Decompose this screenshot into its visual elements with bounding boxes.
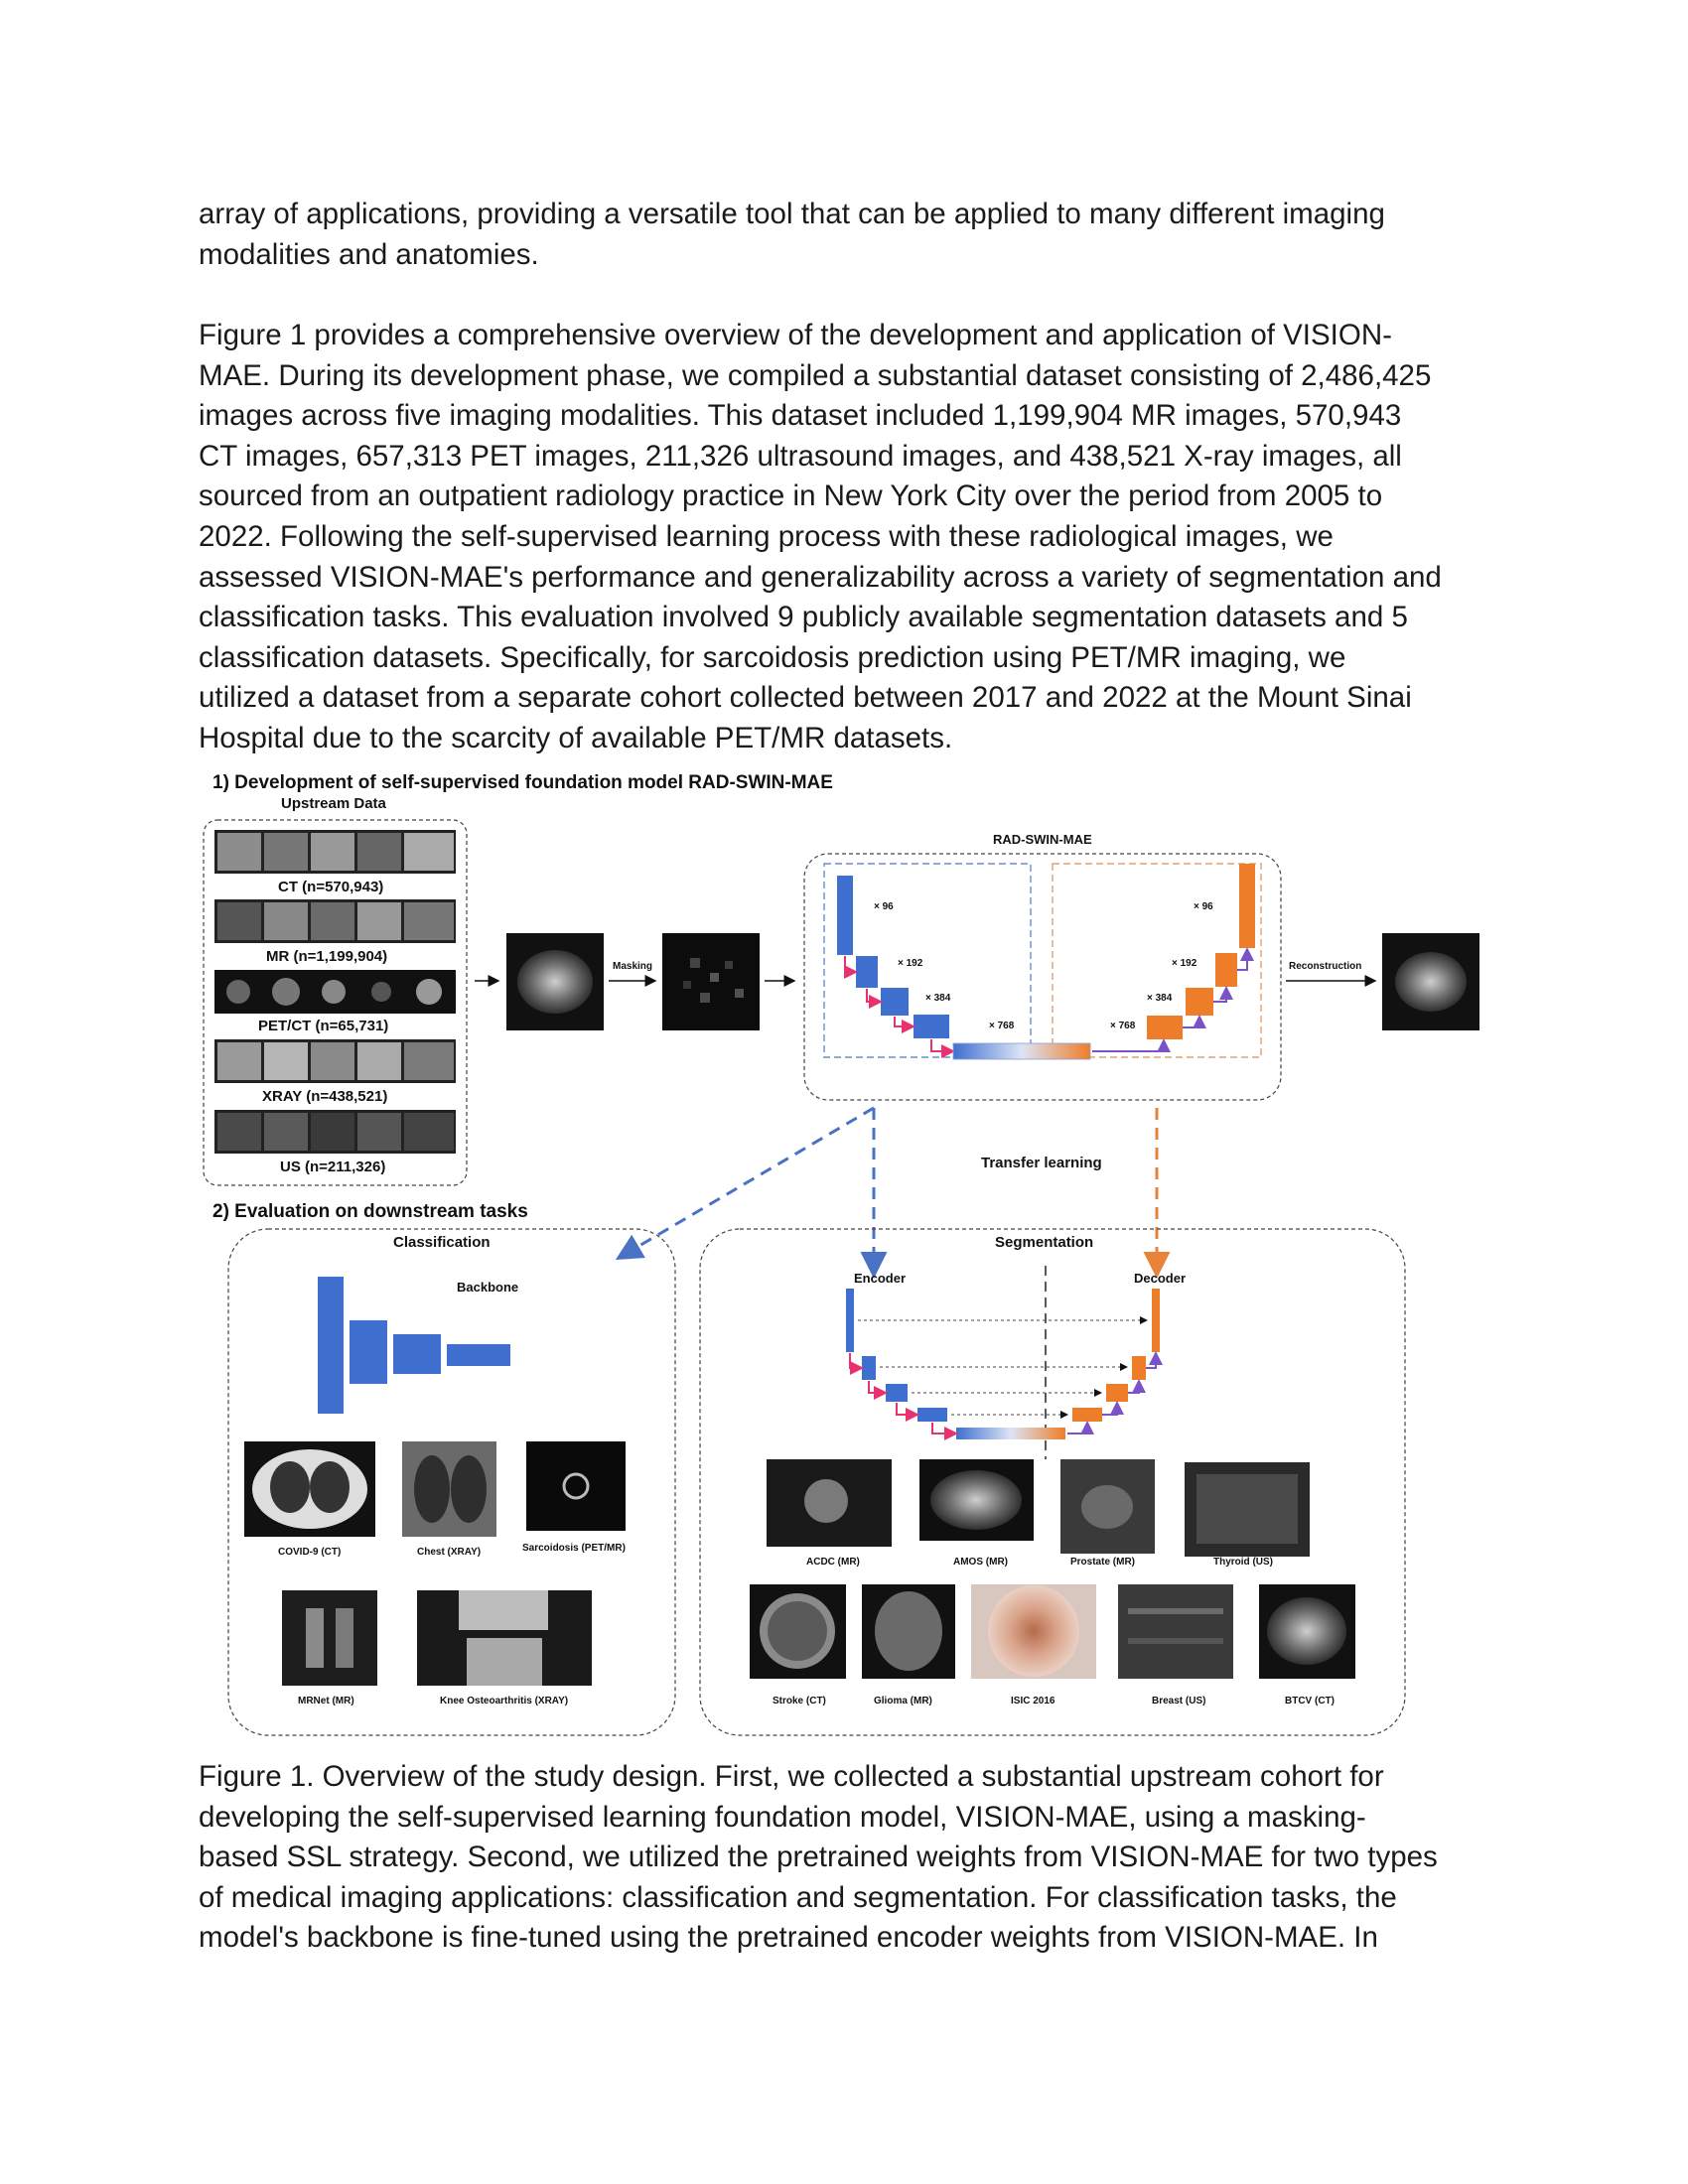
classification-title: Classification xyxy=(393,1234,491,1251)
encoder-dim-1: × 96 xyxy=(874,901,894,912)
decoder-label: Decoder xyxy=(1134,1271,1186,1286)
study-design-figure: 1) Development of self-supervised founda… xyxy=(203,772,1479,1736)
encoder-label: Encoder xyxy=(854,1271,906,1286)
segmentation-box xyxy=(699,1228,1406,1736)
masked-patches xyxy=(683,958,744,1003)
text-line: classification tasks. This evaluation in… xyxy=(199,601,1408,634)
mrnet-label: MRNet (MR) xyxy=(298,1696,354,1706)
caption-line: based SSL strategy. Second, we utilized … xyxy=(199,1841,1438,1874)
paragraph-intro: array of applications, providing a versa… xyxy=(199,195,1489,275)
chest-label: Chest (XRAY) xyxy=(417,1547,481,1558)
decoder-dim-1: × 96 xyxy=(1194,901,1213,912)
caption-line: of medical imaging applications: classif… xyxy=(199,1880,1397,1914)
thyroid-label: Thyroid (US) xyxy=(1213,1557,1273,1568)
encoder-dim-2: × 192 xyxy=(898,958,923,969)
segmentation-title: Segmentation xyxy=(995,1234,1093,1251)
masking-label: Masking xyxy=(613,961,652,972)
text-line: modalities and anatomies. xyxy=(199,237,539,271)
text-line: sourced from an outpatient radiology pra… xyxy=(199,479,1383,513)
encoder-region xyxy=(823,863,1032,1058)
text-line: 2022. Following the self-supervised lear… xyxy=(199,519,1334,553)
encoder-stack xyxy=(837,876,955,1058)
modality-ct-label: CT (n=570,943) xyxy=(278,879,383,895)
text-line: array of applications, providing a versa… xyxy=(199,198,1385,230)
petct-thumbnails xyxy=(214,970,456,1014)
covid-label: COVID-9 (CT) xyxy=(278,1547,341,1558)
text-line: utilized a dataset from a separate cohor… xyxy=(199,681,1412,715)
decoder-stack xyxy=(1092,864,1255,1052)
text-line: assessed VISION-MAE's performance and ge… xyxy=(199,560,1442,594)
section-2-title: 2) Evaluation on downstream tasks xyxy=(212,1201,528,1222)
segmentation-unet xyxy=(846,1289,1163,1440)
xray-thumbnails xyxy=(214,1039,456,1083)
encoder-dim-4: × 768 xyxy=(989,1021,1015,1031)
breast-us-image xyxy=(1118,1584,1233,1679)
acdc-label: ACDC (MR) xyxy=(806,1557,860,1568)
modality-xray-label: XRAY (n=438,521) xyxy=(262,1088,387,1105)
upstream-data-box xyxy=(203,819,468,1186)
input-scan-body xyxy=(517,950,593,1014)
paragraph-overview: Figure 1 provides a comprehensive overvi… xyxy=(199,316,1489,759)
caption-line: developing the self-supervised learning … xyxy=(199,1800,1366,1834)
knee-label: Knee Osteoarthritis (XRAY) xyxy=(440,1696,568,1706)
encoder-dim-3: × 384 xyxy=(925,993,951,1004)
us-thumbnails xyxy=(214,1110,456,1154)
btcv-label: BTCV (CT) xyxy=(1285,1696,1335,1706)
text-line: Hospital due to the scarcity of availabl… xyxy=(199,721,953,754)
text-line: images across five imaging modalities. T… xyxy=(199,399,1402,433)
decoder-dim-4: × 768 xyxy=(1110,1021,1136,1031)
modality-mr-label: MR (n=1,199,904) xyxy=(266,948,387,965)
bottleneck-block xyxy=(952,1042,1091,1060)
upstream-data-title: Upstream Data xyxy=(281,795,387,812)
model-title: RAD-SWIN-MAE xyxy=(993,832,1092,847)
breast-label: Breast (US) xyxy=(1152,1696,1205,1706)
isic-label: ISIC 2016 xyxy=(1011,1696,1055,1706)
reconstruction-label: Reconstruction xyxy=(1289,961,1361,972)
classification-box xyxy=(227,1228,676,1736)
caption-line: model's backbone is fine-tuned using the… xyxy=(199,1921,1378,1955)
model-box xyxy=(803,853,1282,1101)
section-1-title: 1) Development of self-supervised founda… xyxy=(212,772,833,793)
ct-thumbnails xyxy=(214,830,456,874)
sarcoidosis-image xyxy=(526,1441,626,1531)
reconstructed-scan-body xyxy=(1395,952,1467,1012)
backbone-label: Backbone xyxy=(457,1280,518,1295)
text-line: CT images, 657,313 PET images, 211,326 u… xyxy=(199,439,1402,473)
mrnet-image xyxy=(282,1590,377,1686)
sarcoidosis-label: Sarcoidosis (PET/MR) xyxy=(522,1543,626,1554)
modality-us-label: US (n=211,326) xyxy=(280,1159,385,1175)
decoder-dim-3: × 384 xyxy=(1147,993,1173,1004)
text-line: Figure 1 provides a comprehensive overvi… xyxy=(199,319,1392,351)
transfer-arrow-classification xyxy=(615,1106,875,1261)
modality-petct-label: PET/CT (n=65,731) xyxy=(258,1018,388,1034)
text-line: MAE. During its development phase, we co… xyxy=(199,358,1432,392)
caption-line: Figure 1. Overview of the study design. … xyxy=(199,1760,1384,1793)
decoder-region xyxy=(1052,863,1262,1058)
figure-caption: Figure 1. Overview of the study design. … xyxy=(199,1757,1489,1959)
decoder-dim-2: × 192 xyxy=(1172,958,1197,969)
prostate-label: Prostate (MR) xyxy=(1070,1557,1135,1568)
text-line: classification datasets. Specifically, f… xyxy=(199,640,1346,674)
glioma-label: Glioma (MR) xyxy=(874,1696,932,1706)
amos-label: AMOS (MR) xyxy=(953,1557,1008,1568)
transfer-learning-label: Transfer learning xyxy=(981,1155,1102,1171)
stroke-label: Stroke (CT) xyxy=(773,1696,826,1706)
backbone-blocks xyxy=(318,1277,510,1414)
mr-thumbnails xyxy=(214,899,456,943)
